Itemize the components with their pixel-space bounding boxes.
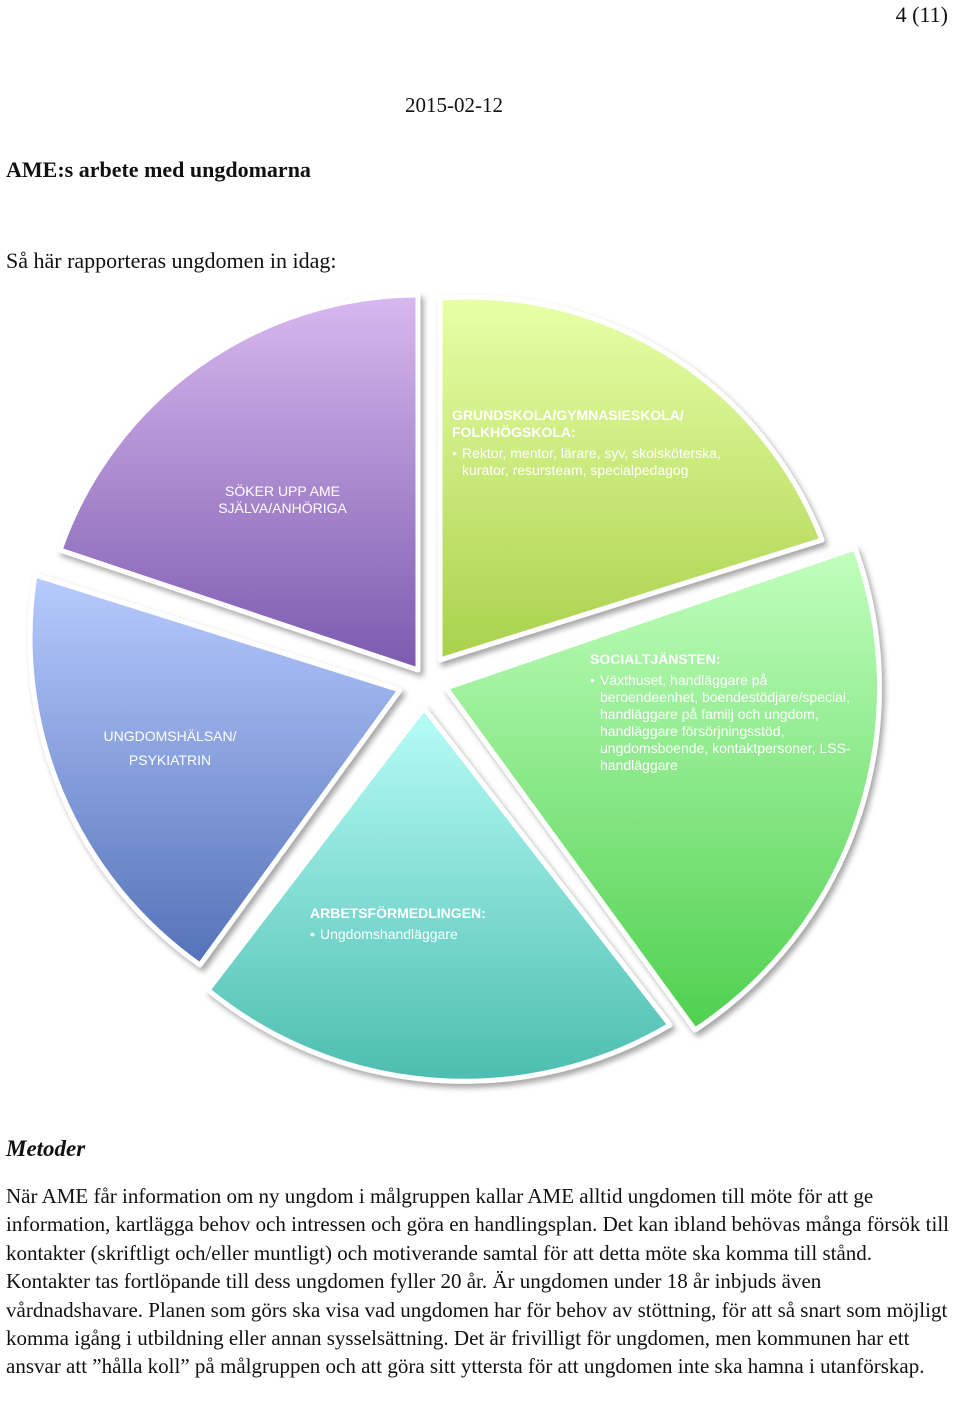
segment-social-bullet: Växthuset, handläggare på beroendeenhet,…: [590, 672, 865, 774]
segment-school-list: Rektor, mentor, lärare, syv, skolsköters…: [452, 445, 727, 479]
pie-segment-self: [57, 292, 421, 673]
segment-employment-heading: ARBETSFÖRMEDLINGEN:: [310, 905, 486, 921]
segment-social-heading: SOCIALTJÄNSTEN:: [590, 651, 721, 667]
page-number: 4 (11): [895, 2, 948, 27]
segment-health-line2: PSYKIATRIN: [128, 752, 212, 768]
segment-social-list: Växthuset, handläggare på beroendeenhet,…: [590, 672, 865, 774]
document-date: 2015-02-12: [405, 93, 503, 117]
segment-school-bullet: Rektor, mentor, lärare, syv, skolsköters…: [452, 445, 727, 479]
segment-self-line1: SÖKER UPP AME: [225, 483, 340, 499]
segment-employment-bullet: Ungdomshandläggare: [310, 926, 510, 943]
methods-heading: Metoder: [6, 1136, 86, 1161]
methods-paragraph: När AME får information om ny ungdom i m…: [6, 1184, 950, 1379]
segment-school-heading: GRUNDSKOLA/GYMNASIESKOLA/ FOLKHÖGSKOLA:: [452, 407, 684, 440]
segment-label-social: SOCIALTJÄNSTEN: Växthuset, handläggare p…: [590, 651, 865, 774]
segment-employment-list: Ungdomshandläggare: [310, 926, 510, 943]
segment-label-self: SÖKER UPP AME SJÄLVA/ANHÖRIGA: [190, 483, 375, 517]
pie-segment-health: [27, 572, 403, 968]
segment-label-health: UNGDOMSHÄLSAN/ PSYKIATRIN: [85, 724, 255, 772]
segment-label-employment: ARBETSFÖRMEDLINGEN: Ungdomshandläggare: [310, 905, 510, 943]
document-title: AME:s arbete med ungdomarna: [6, 157, 311, 182]
segment-self-line2: SJÄLVA/ANHÖRIGA: [218, 500, 347, 516]
intro-text: Så här rapporteras ungdomen in idag:: [6, 248, 337, 273]
pie-segment-social: [443, 545, 882, 1033]
referral-pie-diagram: SÖKER UPP AME SJÄLVA/ANHÖRIGA GRUNDSKOLA…: [0, 290, 960, 1120]
segment-health-line1: UNGDOMSHÄLSAN/: [103, 728, 237, 744]
segment-label-school: GRUNDSKOLA/GYMNASIESKOLA/ FOLKHÖGSKOLA: …: [452, 407, 727, 479]
pie-segment-employment: [205, 705, 673, 1084]
